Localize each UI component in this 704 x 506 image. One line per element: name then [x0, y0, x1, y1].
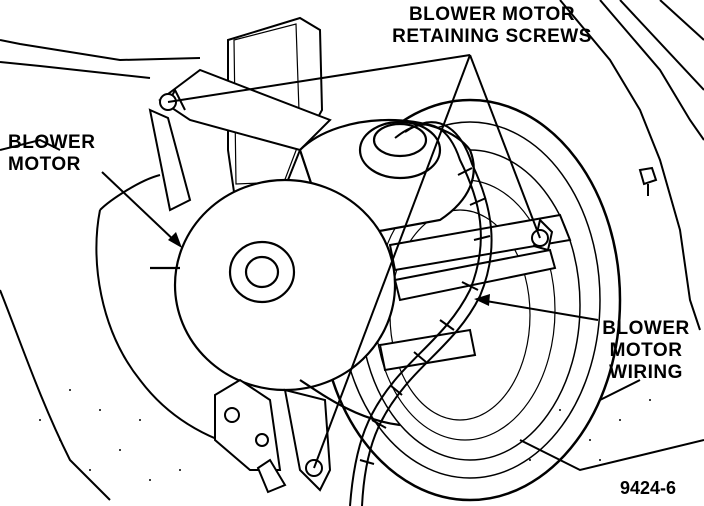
- motor-label: BLOWER MOTOR: [8, 132, 95, 176]
- motor-mount-bracket: [148, 16, 332, 212]
- bottom-flange: [214, 378, 332, 494]
- wiring-label-line3: WIRING: [609, 362, 683, 383]
- figure-number: 9424-6: [620, 478, 677, 498]
- screws-label-line2: RETAINING SCREWS: [392, 26, 592, 47]
- motor-wiring: [349, 121, 493, 506]
- wiring-label-line2: MOTOR: [609, 340, 683, 361]
- leader-lines: [101, 54, 599, 469]
- arrowheads: [168, 232, 490, 306]
- wiring-label: BLOWER MOTOR WIRING: [596, 318, 696, 384]
- wiring-label-line1: BLOWER: [602, 318, 690, 339]
- screws-label-line1: BLOWER MOTOR: [408, 4, 576, 25]
- screws-label: BLOWER MOTOR RETAINING SCREWS: [386, 4, 598, 48]
- blower-motor: [150, 119, 475, 427]
- motor-label-line2: MOTOR: [8, 154, 81, 175]
- shading-dots: [39, 389, 651, 481]
- motor-label-line1: BLOWER: [8, 132, 96, 153]
